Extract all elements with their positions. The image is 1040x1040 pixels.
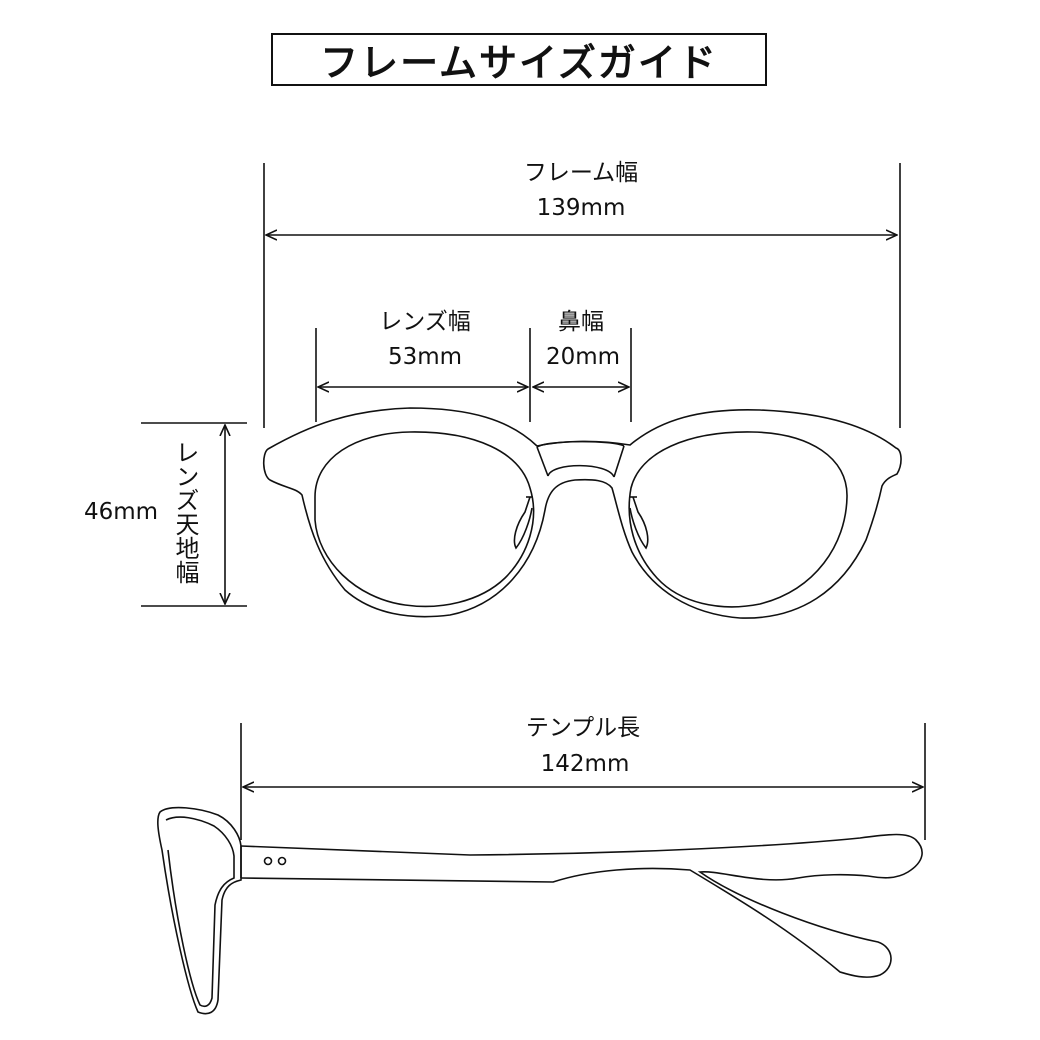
bridge-top-curve bbox=[536, 440, 625, 448]
lens-width-value: 53mm bbox=[387, 344, 463, 370]
lens-height-label: レンズ天地幅 bbox=[171, 440, 199, 584]
frame-width-value: 139mm bbox=[536, 195, 626, 221]
side-rivet-right bbox=[277, 856, 287, 866]
bridge-width-value: 20mm bbox=[545, 344, 621, 370]
left-lens bbox=[314, 431, 535, 608]
lens-width-label: レンズ幅 bbox=[379, 309, 471, 335]
lens-height-value: 46mm bbox=[83, 499, 159, 525]
side-rivet-left bbox=[263, 856, 273, 866]
left-nose-pad bbox=[513, 496, 533, 550]
bridge-inner-curve bbox=[547, 464, 615, 478]
temple-length-dimension bbox=[240, 723, 926, 840]
page-title: フレームサイズガイド bbox=[320, 41, 718, 85]
right-nose-pad bbox=[629, 496, 649, 550]
side-front-rim-inner bbox=[165, 816, 235, 1008]
bridge-width-label: 鼻幅 bbox=[558, 309, 604, 335]
side-temple bbox=[240, 833, 923, 978]
frame-width-dimension bbox=[263, 163, 901, 428]
side-front-rim bbox=[157, 806, 242, 1015]
bridge-right-edge bbox=[613, 445, 625, 478]
glasses-front-view bbox=[262, 407, 902, 619]
title-box: フレームサイズガイド bbox=[271, 33, 767, 86]
temple-length-label: テンプル長 bbox=[525, 715, 641, 741]
bridge-width-dimension bbox=[533, 328, 632, 422]
right-lens bbox=[628, 431, 848, 608]
front-frame-outline bbox=[262, 407, 902, 619]
temple-length-value: 142mm bbox=[540, 751, 630, 777]
lens-height-dimension bbox=[141, 422, 247, 607]
glasses-side-view bbox=[157, 806, 923, 1015]
frame-width-label: フレーム幅 bbox=[523, 160, 639, 186]
lens-width-dimension bbox=[315, 328, 531, 422]
bridge-left-edge bbox=[536, 446, 549, 477]
